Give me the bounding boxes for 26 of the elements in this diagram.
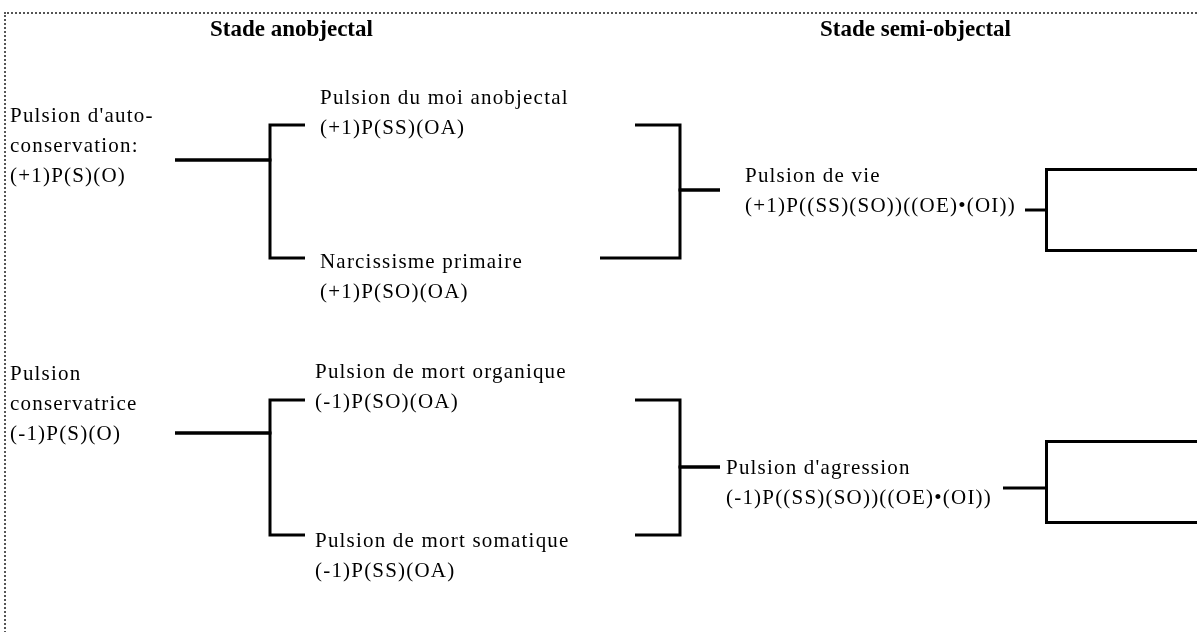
drive-label: Pulsion de mort somatique xyxy=(315,527,571,554)
bracket-connector xyxy=(635,465,720,537)
drive-label: Pulsion d'agression xyxy=(726,454,912,481)
drive-formula: (+1)P(SO)(OA) xyxy=(320,278,470,305)
column-heading: Stade semi-objectal xyxy=(820,16,1011,42)
bracket-connector xyxy=(175,431,305,537)
bracket-connector xyxy=(600,188,720,260)
bracket-connector xyxy=(1025,208,1047,212)
drive-formula: (-1)P(SO)(OA) xyxy=(315,388,460,415)
drive-label: Pulsion d'auto-conservation: xyxy=(10,102,155,159)
bracket-connector xyxy=(175,158,305,260)
bracket-connector xyxy=(1003,486,1047,490)
bracket-shape xyxy=(1045,440,1197,524)
drive-label: Pulsion conservatrice xyxy=(10,360,139,417)
drive-formula: (-1)P(S)(O) xyxy=(10,420,123,447)
drive-label: Pulsion de vie xyxy=(745,162,882,189)
drive-label: Narcissisme primaire xyxy=(320,248,525,275)
bracket-shape xyxy=(1045,168,1197,252)
drive-formula: (+1)P(S)(O) xyxy=(10,162,128,189)
drive-label: Pulsion de mort organique xyxy=(315,358,568,385)
drive-formula: (+1)P(SS)(OA) xyxy=(320,114,467,141)
drive-formula: (+1)P((SS)(SO))((OE)•(OI)) xyxy=(745,192,1017,219)
column-heading: Stade anobjectal xyxy=(210,16,373,42)
drive-formula: (-1)P((SS)(SO))((OE)•(OI)) xyxy=(726,484,993,511)
drive-label: Pulsion du moi anobjectal xyxy=(320,84,570,111)
drive-formula: (-1)P(SS)(OA) xyxy=(315,557,457,584)
